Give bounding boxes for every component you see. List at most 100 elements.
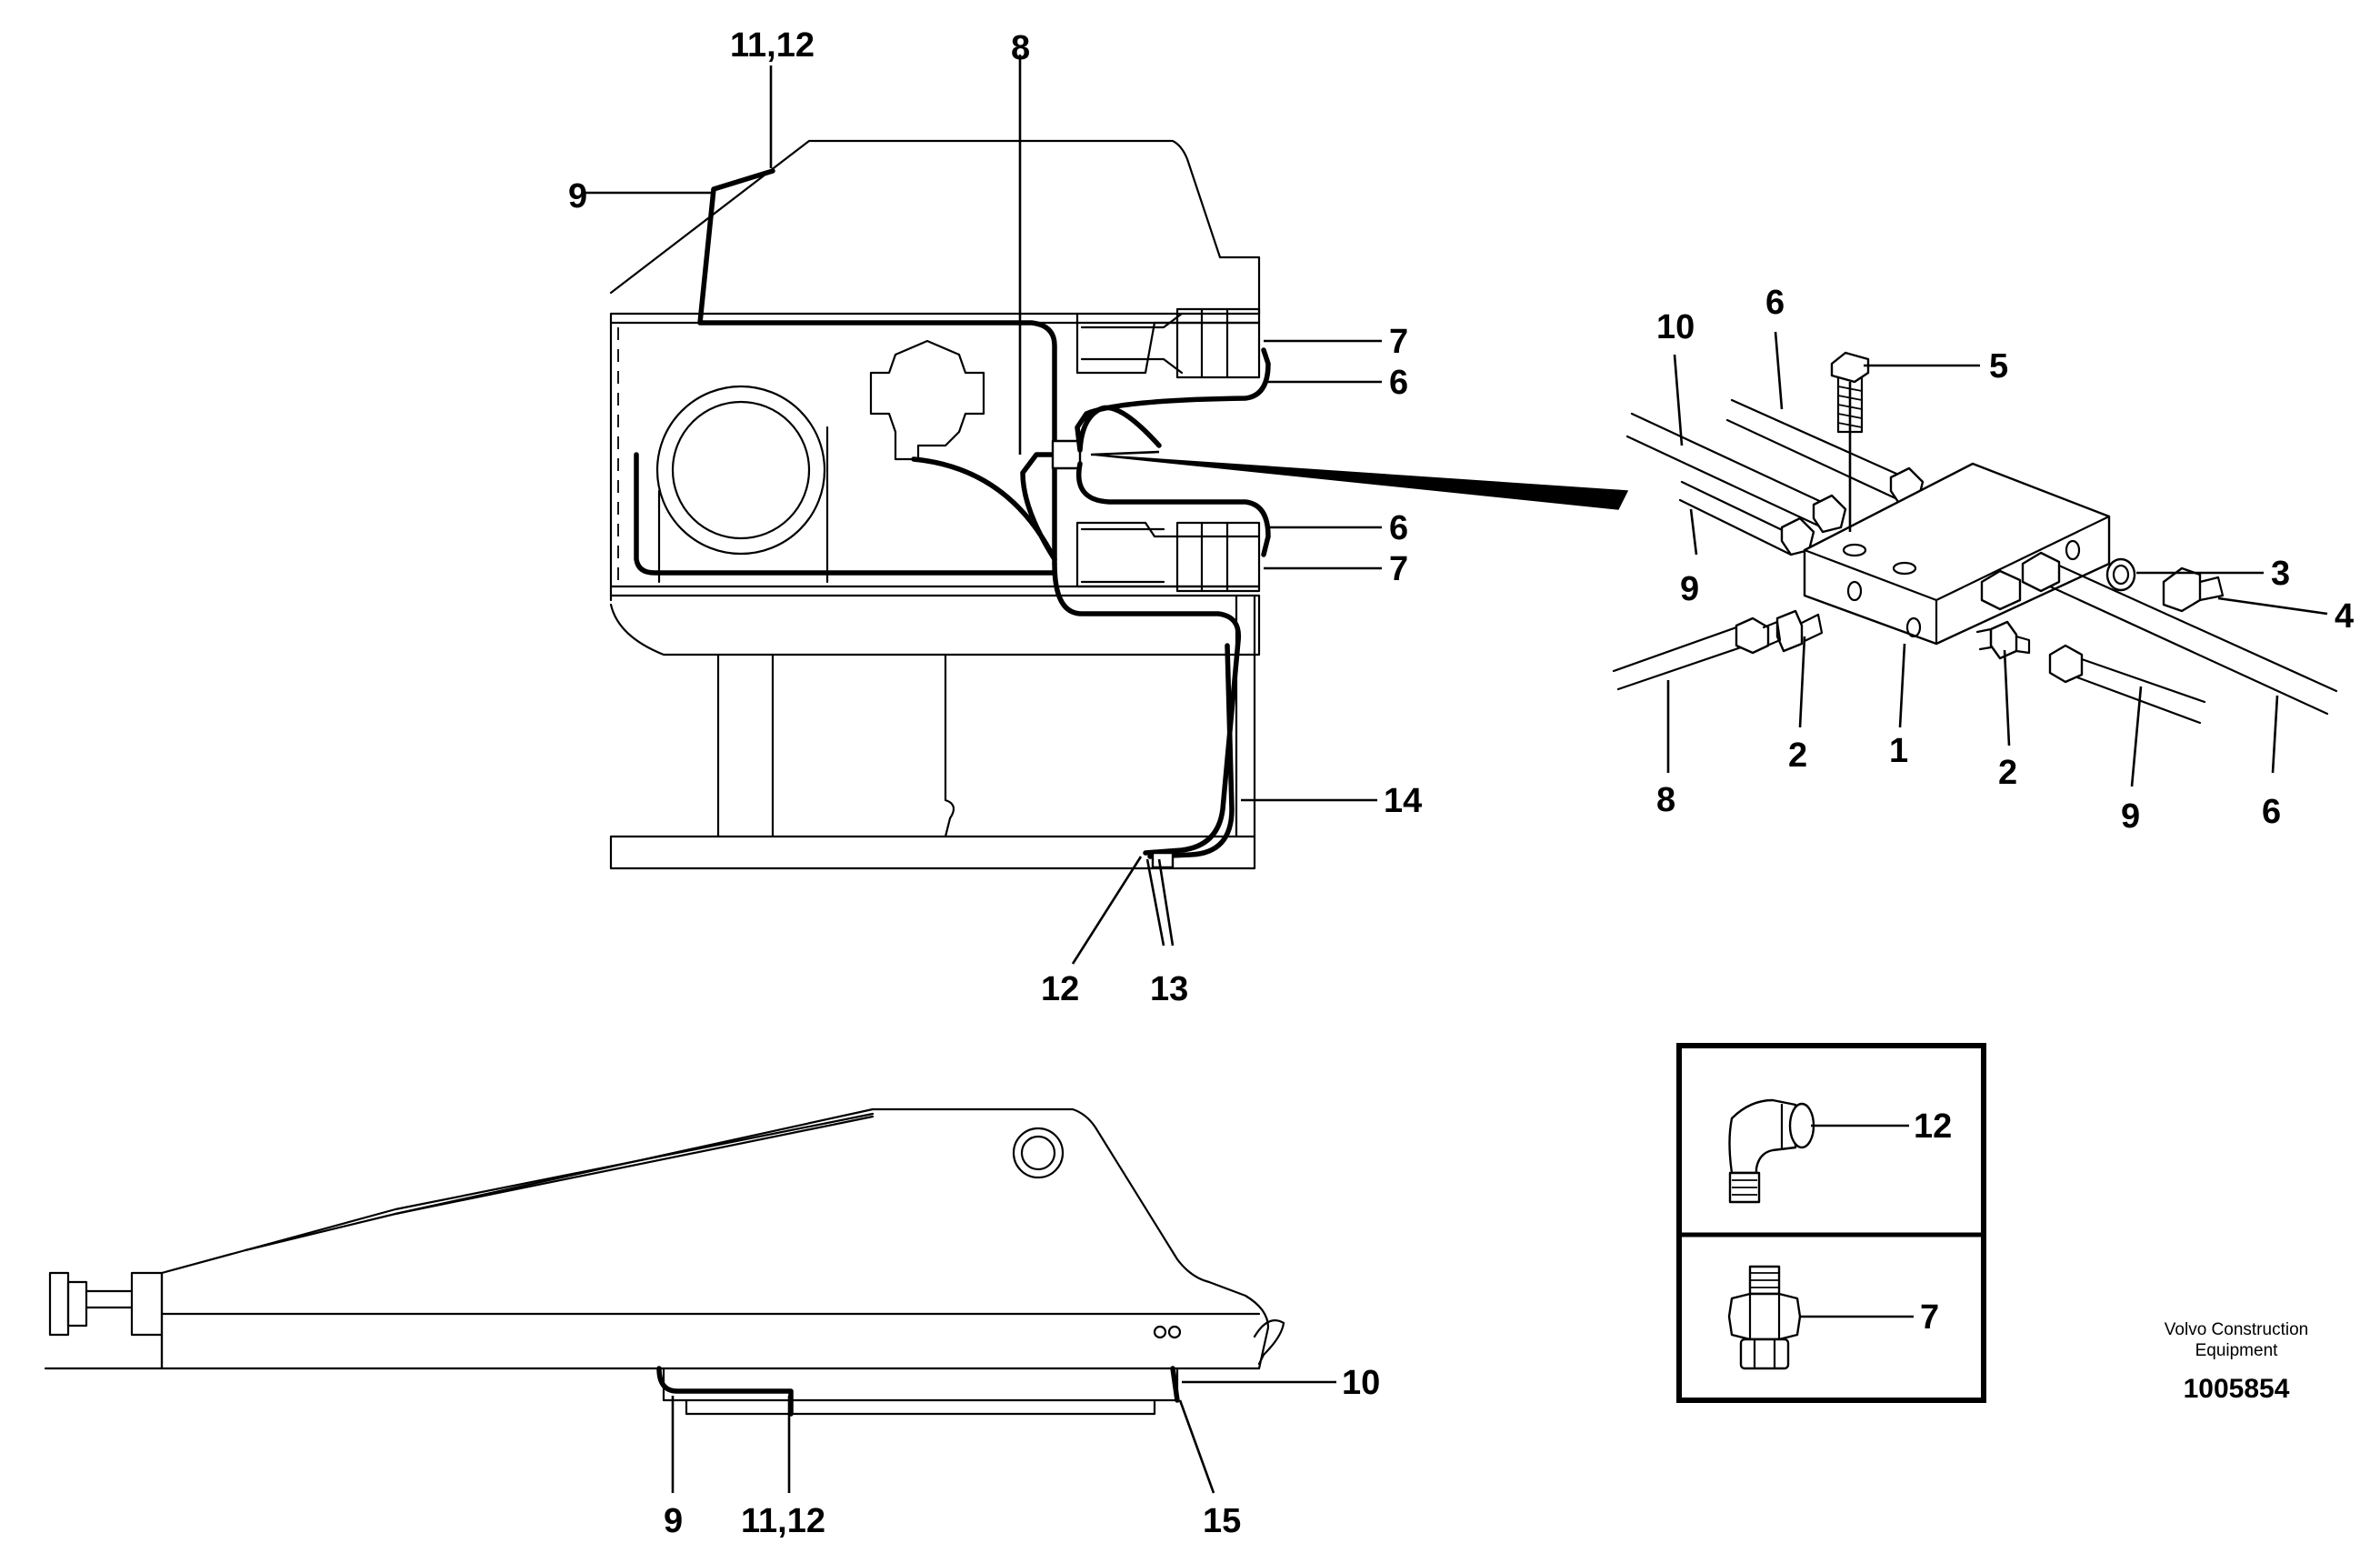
elbow-fitting-12 <box>1728 1098 1815 1204</box>
callout-5-valve: 5 <box>1989 347 2008 386</box>
block-plug <box>1980 569 2022 611</box>
callout-9-valve-left: 9 <box>1680 570 1699 608</box>
callout-1-valve: 1 <box>1889 732 1908 770</box>
inset-leaders <box>1800 1124 1914 1318</box>
callout-11-12-top: 11,12 <box>730 26 815 65</box>
adapter-2-right <box>1975 620 2031 660</box>
pipe-8 <box>1612 626 1743 691</box>
callout-11-12-side: 11,12 <box>741 1502 825 1540</box>
callout-7-top-a: 7 <box>1389 323 1408 361</box>
callout-12-top: 12 <box>1041 970 1079 1008</box>
nut-pipe-9-right <box>2048 644 2084 684</box>
adapter-2-left <box>1762 609 1824 653</box>
callout-4-valve: 4 <box>2335 597 2354 636</box>
callout-7-inset: 7 <box>1920 1298 1939 1337</box>
callout-6-valve-top: 6 <box>1765 284 1785 322</box>
hose-down-14b <box>1147 643 1235 859</box>
hose-fitting-8 <box>911 452 1062 562</box>
top-view-callouts: 11,12 8 9 7 6 6 7 14 12 13 <box>568 26 1422 1008</box>
side-hose-10 <box>1170 1366 1180 1403</box>
top-view <box>609 139 1629 870</box>
valve-block-callouts: 10 6 5 9 3 4 8 2 1 2 9 6 <box>1656 284 2354 836</box>
hose-down-14 <box>1052 561 1242 856</box>
boom-end-cap <box>1253 1319 1285 1366</box>
pipe-10 <box>1625 412 1829 527</box>
block-hole-1 <box>1842 543 1867 557</box>
nut-back-1 <box>1812 494 1847 534</box>
callout-6-valve-right: 6 <box>2262 793 2281 831</box>
callout-7-top-b: 7 <box>1389 550 1408 588</box>
brand-line-1: Volvo Construction <box>2165 1320 2308 1339</box>
connector-block <box>1051 439 1082 470</box>
main-frame <box>609 312 1261 602</box>
callout-6-top-a: 6 <box>1389 364 1408 402</box>
callout-2-valve-left: 2 <box>1788 736 1807 775</box>
upper-cylinder <box>1075 307 1261 379</box>
callout-12-inset: 12 <box>1914 1107 1952 1146</box>
boom-outline <box>160 1107 1270 1370</box>
upper-housing-outline <box>609 139 1261 316</box>
pedestal <box>609 653 1256 870</box>
pipe-6-right <box>2048 564 2338 716</box>
boom-hole-2 <box>1167 1325 1182 1339</box>
callout-10-valve: 10 <box>1656 308 1695 346</box>
inset-frame <box>1676 1043 1986 1403</box>
block-hole-2 <box>1892 561 1917 576</box>
nut-pipe-8 <box>1735 616 1770 655</box>
pipe-9-left <box>1678 480 1797 556</box>
boom-left-clamp <box>44 1271 164 1370</box>
block-nut-front <box>2021 551 2061 593</box>
boom-hole-1 <box>1153 1325 1167 1339</box>
hose-left <box>634 452 1055 576</box>
pointer-line <box>1090 450 1160 456</box>
detail-pointer-wedge <box>1090 454 1629 510</box>
callout-2-valve-right: 2 <box>1998 754 2017 792</box>
valve-block-edge <box>1803 515 2111 646</box>
callout-9-top: 9 <box>568 177 587 215</box>
callout-6-top-b: 6 <box>1389 509 1408 547</box>
inset-callouts: 12 7 <box>1914 1107 1952 1337</box>
bottom-fitting <box>1151 851 1175 869</box>
seal-3-inner <box>2112 564 2130 586</box>
callout-8-valve: 8 <box>1656 781 1675 819</box>
callout-8-top: 8 <box>1011 29 1030 67</box>
pipe-6-top <box>1725 398 1906 500</box>
brand-block: Volvo Construction Equipment 1005854 <box>2165 1320 2308 1404</box>
bearing-inner <box>671 400 811 540</box>
cross-fitting <box>869 339 985 461</box>
callout-10-side: 10 <box>1342 1364 1380 1402</box>
bearing-housing <box>657 426 829 584</box>
callout-14-top: 14 <box>1384 782 1422 820</box>
side-view-callouts: 10 9 11,12 15 <box>664 1364 1380 1540</box>
document-number: 1005854 <box>2184 1374 2290 1404</box>
bearing-outer <box>655 385 826 556</box>
top-view-leaders <box>582 55 1382 965</box>
side-view <box>44 1107 1285 1417</box>
seal-3 <box>2105 557 2136 592</box>
block-hole-3 <box>1846 580 1863 602</box>
boom-pivot-outer <box>1012 1127 1065 1179</box>
hose-upper <box>697 168 1057 566</box>
valve-block-body <box>1803 462 2111 646</box>
fitting-inset <box>1676 1043 1986 1403</box>
callout-15-side: 15 <box>1203 1502 1241 1540</box>
lower-cylinder <box>1075 521 1261 593</box>
side-hose-9 <box>656 1366 794 1417</box>
boom-top-ridge <box>244 1112 875 1252</box>
block-hole-4 <box>1905 616 1922 638</box>
brand-line-2: Equipment <box>2195 1341 2279 1360</box>
block-hole-5 <box>2065 539 2081 561</box>
straight-fitting-7 <box>1727 1265 1802 1370</box>
valve-block-leaders <box>1666 331 2328 787</box>
callout-3-valve: 3 <box>2271 555 2290 593</box>
frame-lower-left <box>609 594 1261 656</box>
valve-block-detail <box>1612 351 2338 725</box>
boom-pivot-inner <box>1020 1135 1056 1171</box>
callout-9-valve-right: 9 <box>2121 797 2140 836</box>
callout-13-top: 13 <box>1150 970 1188 1008</box>
callout-9-side: 9 <box>664 1502 683 1540</box>
plug-4 <box>2162 566 2225 613</box>
side-view-leaders <box>671 1380 1336 1494</box>
hose-connector-down <box>1076 461 1271 557</box>
